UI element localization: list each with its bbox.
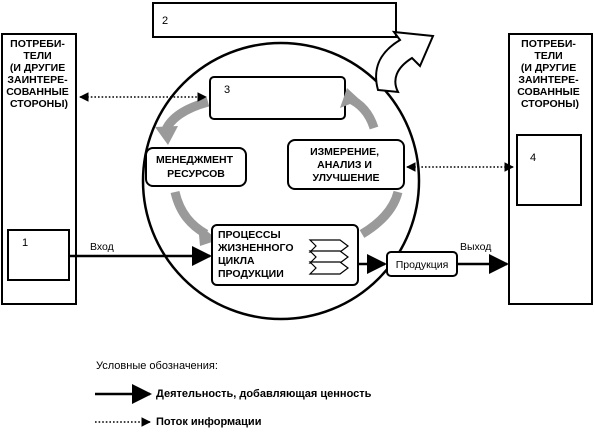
box-1-number: 1 — [22, 237, 28, 249]
box-1 — [7, 229, 70, 281]
box-3 — [209, 76, 346, 120]
output-label: Выход — [460, 241, 491, 253]
processes-label: ПРОЦЕССЫ ЖИЗНЕННОГО ЦИКЛА ПРОДУКЦИИ — [217, 229, 296, 280]
legend-title: Условные обозначения: — [96, 360, 218, 372]
improvement-arrow — [375, 30, 435, 94]
product-label: Продукция — [396, 259, 449, 271]
cycle-arrow-top-right-head — [340, 88, 360, 108]
measurement-box — [287, 139, 405, 190]
resource-mgmt-label: МЕНЕДЖМЕНТ РЕСУРСОВ — [156, 154, 236, 180]
process-chevrons — [308, 239, 349, 275]
box-3-number: 3 — [224, 84, 230, 96]
customers-right-label: ПОТРЕБИ- ТЕЛИ (И ДРУГИЕ ЗАИНТЕРЕ- СОВАНН… — [517, 38, 583, 110]
cycle-arrow-bottom-right — [359, 190, 403, 238]
box-2-number: 2 — [162, 15, 168, 27]
measurement-label: ИЗМЕРЕНИЕ, АНАЛИЗ И УЛУЧШЕНИЕ — [310, 146, 382, 184]
resource-mgmt-box — [145, 147, 247, 187]
legend-info-flow: Поток информации — [156, 416, 262, 428]
box-4 — [516, 134, 582, 206]
box-4-number: 4 — [530, 152, 536, 164]
customers-left-label: ПОТРЕБИ- ТЕЛИ (И ДРУГИЕ ЗАИНТЕРЕ- СОВАНН… — [6, 38, 72, 110]
input-label: Вход — [90, 241, 114, 253]
box-2 — [152, 2, 397, 38]
cycle-arrow-top-left-head — [155, 126, 178, 145]
legend-value-activity: Деятельность, добавляющая ценность — [156, 388, 372, 400]
